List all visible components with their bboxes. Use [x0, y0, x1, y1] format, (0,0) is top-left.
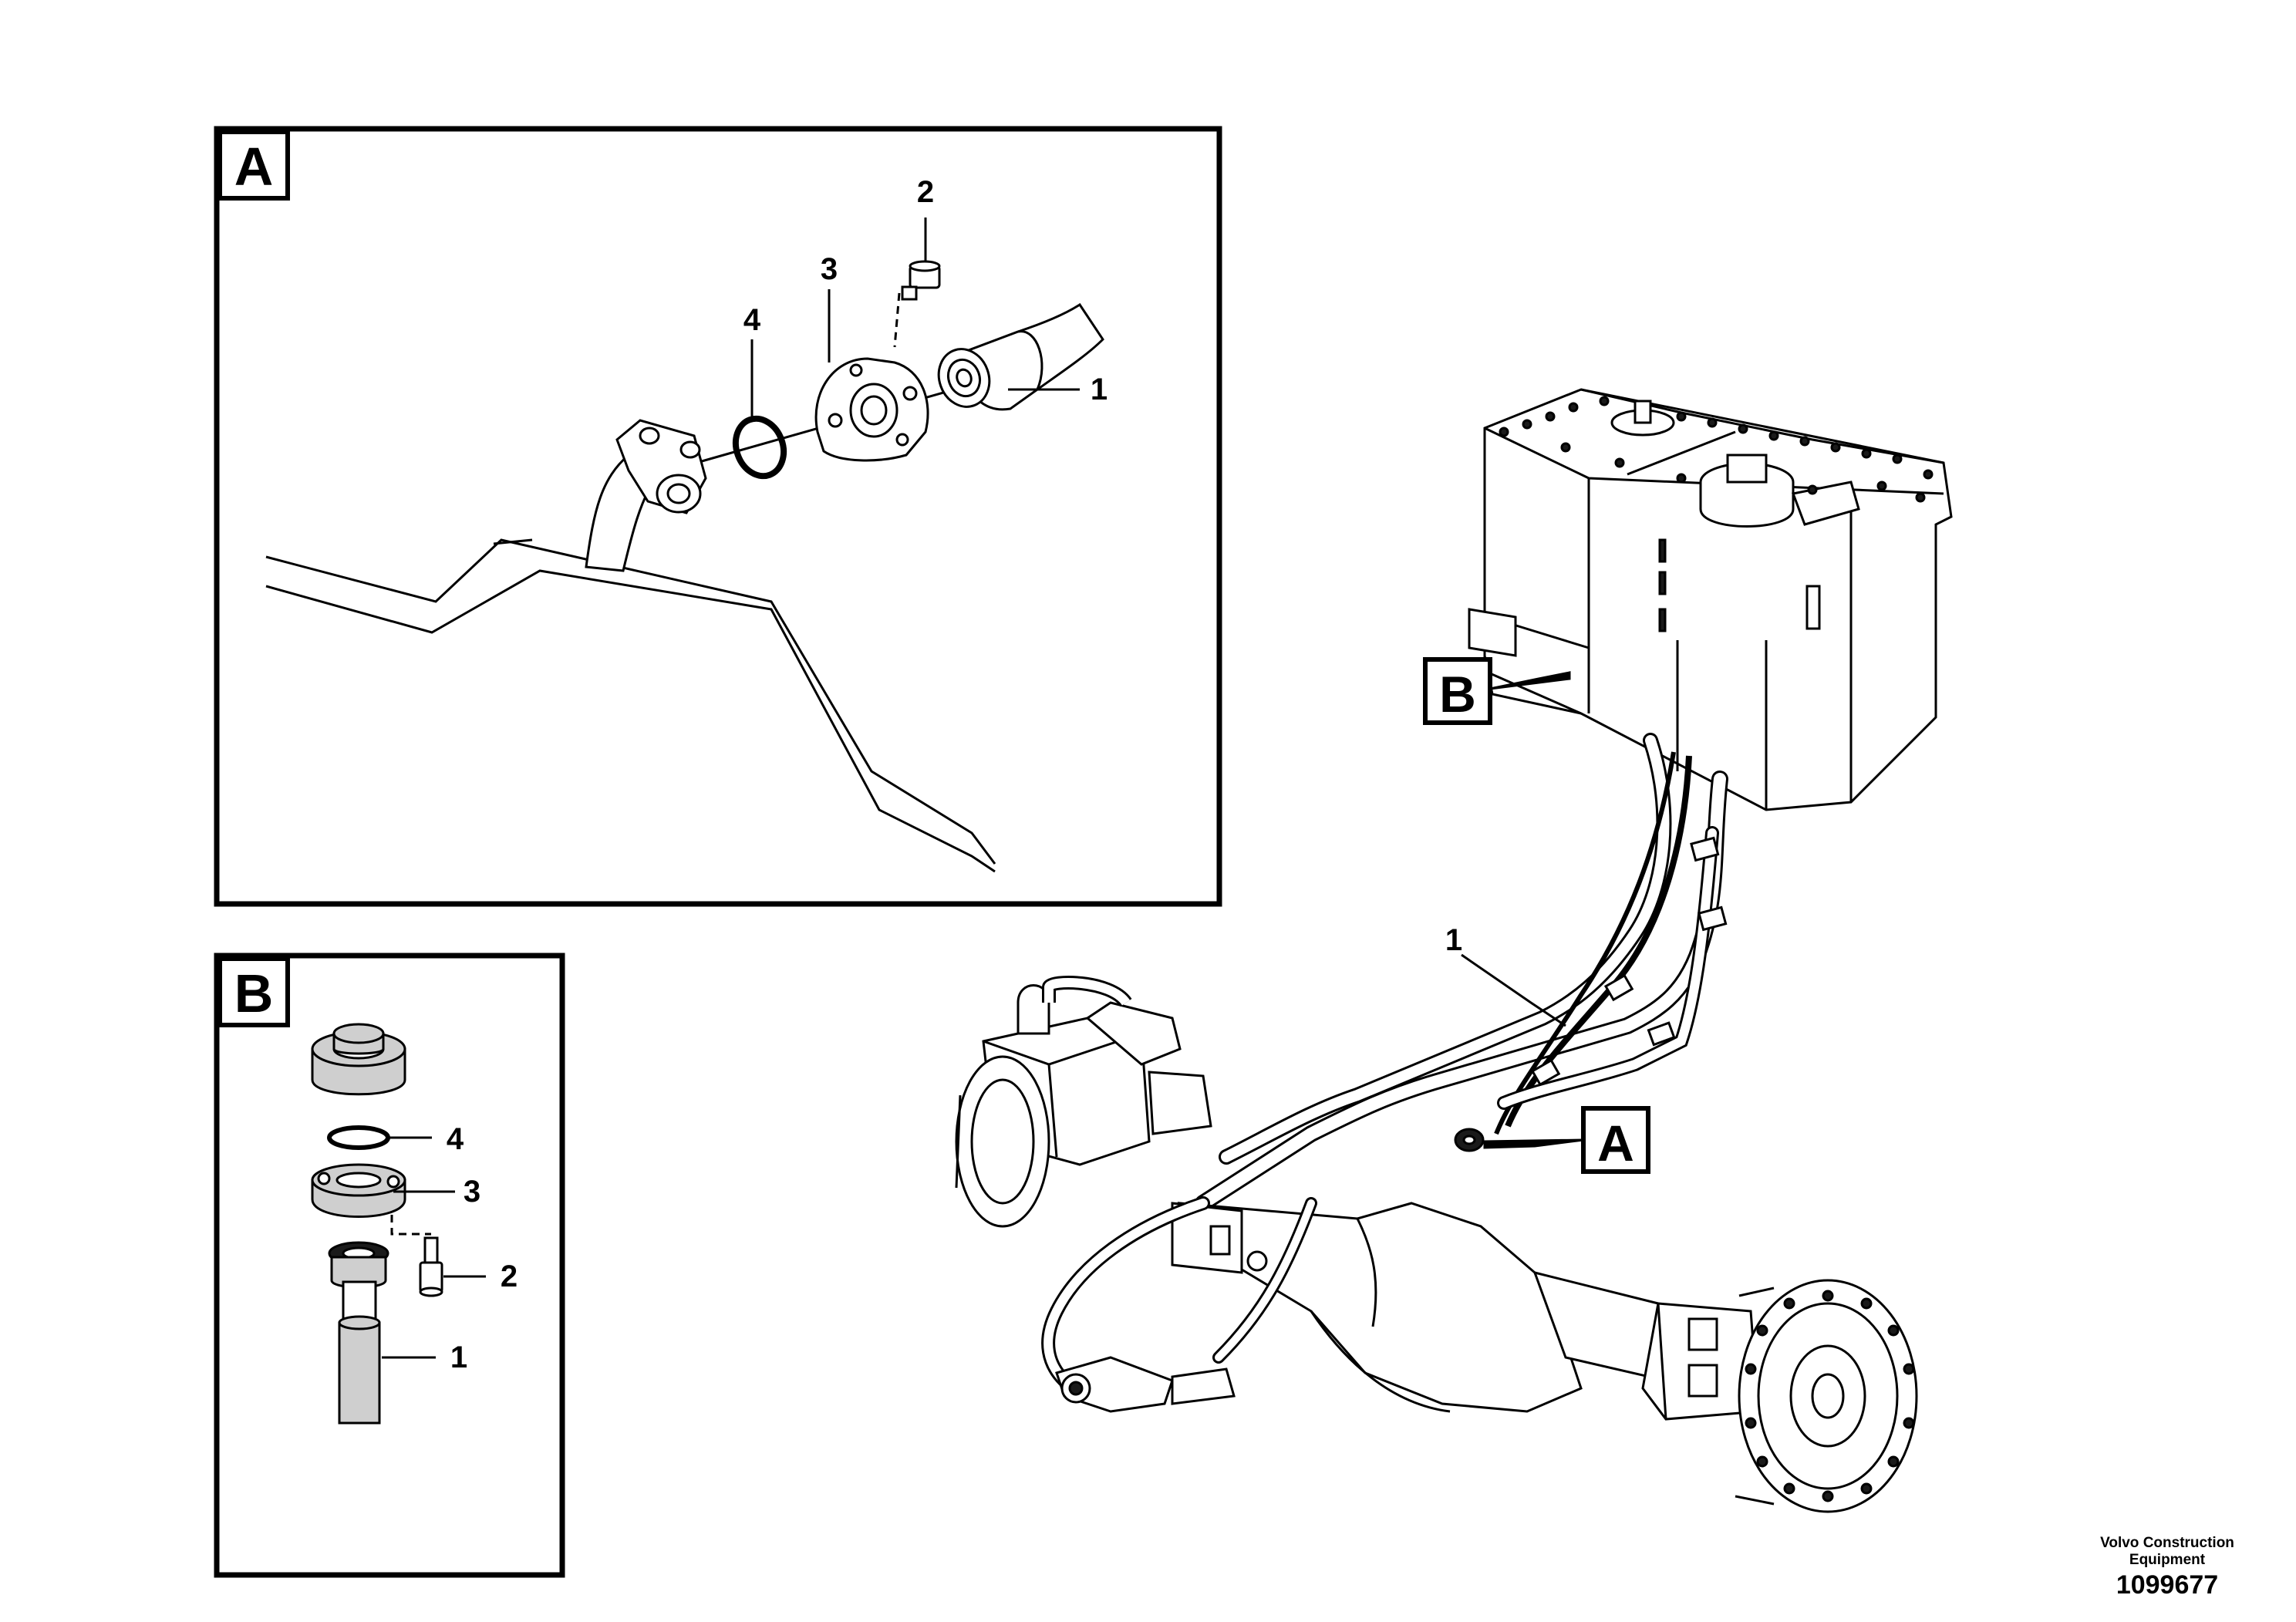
detail-b-leaders: [382, 1136, 486, 1359]
split-flange-b: [311, 1163, 406, 1218]
tank-port-boss: [311, 1023, 406, 1096]
main-callout-a-box: [1581, 1106, 1650, 1174]
main-callout-1: 1: [1445, 923, 1462, 957]
frame-rail: [265, 538, 996, 873]
hub-bolts: [1745, 1290, 1915, 1502]
main-connection-a: [1454, 1128, 1485, 1152]
main-assembly-view: B 1: [955, 388, 1953, 1513]
detail-b-callout-3: 3: [464, 1175, 480, 1209]
detail-b-callout-4: 4: [447, 1122, 464, 1156]
detail-b-letter-box: [217, 956, 290, 1027]
screw-b: [419, 1236, 443, 1297]
main-callout-b-pointer: [1489, 671, 1571, 690]
main-callout-b-letter: B: [1439, 666, 1476, 723]
detail-a-callout-2: 2: [917, 175, 934, 209]
hydraulic-tank: [1468, 388, 1953, 811]
detail-b-callout-2: 2: [501, 1259, 518, 1293]
drawing-number: 1099677: [2116, 1570, 2219, 1600]
screw-a-dashed-leader: [893, 292, 901, 348]
hose-bundle: [1195, 733, 1728, 1212]
pump-assembly: [955, 976, 1212, 1228]
detail-b-letter: B: [234, 963, 274, 1023]
split-flange-a: [814, 357, 929, 462]
o-ring-a: [732, 415, 787, 480]
detail-a-letter-box: [217, 130, 290, 201]
tube-bend: [585, 419, 707, 572]
company-name: Volvo Construction Equipment: [2082, 1535, 2252, 1569]
right-wheel-hub: [1735, 1279, 1918, 1513]
main-callout-a-pointer: [1483, 1138, 1584, 1149]
main-hose-leader: [1461, 953, 1566, 1027]
main-callout-b: B: [1423, 657, 1571, 725]
detail-b-panel: B: [214, 953, 565, 1578]
detail-a-frame: [214, 126, 1222, 907]
o-ring-b: [327, 1125, 390, 1150]
detail-b-callout-1: 1: [450, 1340, 467, 1374]
detail-a-panel: A: [214, 126, 1222, 907]
lower-left-hoses: [1041, 1196, 1317, 1413]
company-name-line1: Volvo Construction: [2100, 1535, 2234, 1551]
detail-a-callout-1: 1: [1091, 373, 1108, 406]
detail-a-callout-3: 3: [821, 252, 838, 286]
detail-a-leaders: [750, 218, 1080, 420]
tank-top-bolts: [1499, 396, 1934, 503]
screw-a: [901, 260, 941, 301]
screw-b-dashed-leader: [390, 1215, 431, 1236]
hose-fitting-b: [328, 1241, 389, 1425]
main-callout-b-box: [1423, 657, 1492, 725]
main-callout-a-letter: A: [1597, 1114, 1634, 1172]
detail-a-letter: A: [234, 137, 274, 197]
company-name-line2: Equipment: [2129, 1552, 2206, 1568]
detail-a-callout-4: 4: [743, 303, 761, 337]
main-callout-a: A: [1483, 1106, 1650, 1174]
axle-housing: [1171, 1202, 1760, 1421]
